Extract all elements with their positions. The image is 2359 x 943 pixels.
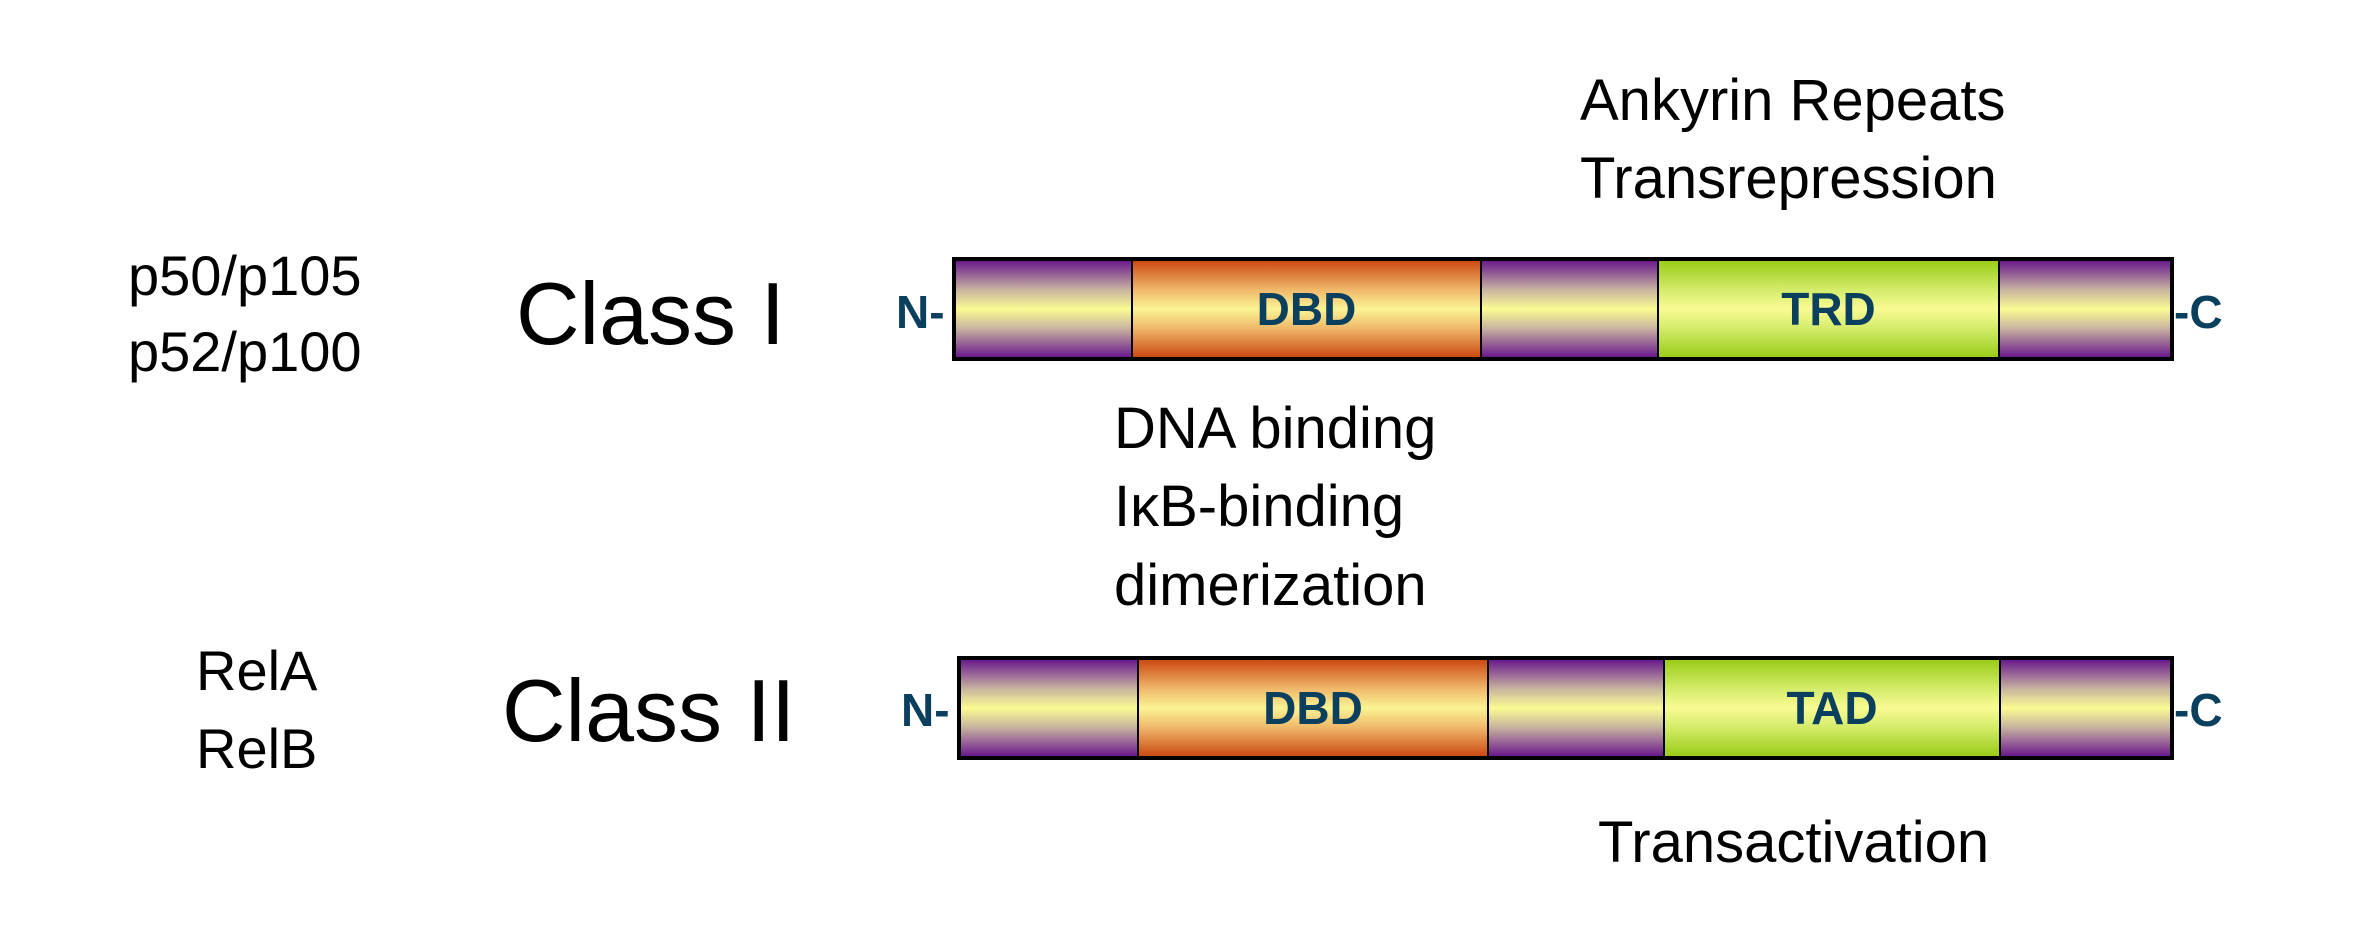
class1-linker-3 [2000, 261, 2170, 357]
class1-c-terminus: -C [2174, 286, 2223, 338]
class2-protein-bar: DBD TAD [957, 656, 2174, 760]
class1-dbd-domain: DBD [1133, 261, 1482, 357]
transactivation-label: Transactivation [1598, 810, 1990, 875]
class2-member-relb: RelB [196, 717, 318, 780]
class2-dbd-domain: DBD [1139, 660, 1489, 756]
class1-title: Class I [516, 264, 785, 363]
class2-linker-2 [1489, 660, 1665, 756]
class2-member-rela: RelA [196, 639, 318, 702]
dimerization-label: dimerization [1114, 553, 1427, 618]
class1-member-p50: p50/p105 [128, 244, 362, 307]
dna-binding-label: DNA binding [1114, 396, 1437, 461]
ankyrin-repeats-label: Ankyrin Repeats [1580, 68, 2006, 133]
class2-title: Class II [502, 661, 796, 760]
class1-linker-1 [956, 261, 1133, 357]
class1-linker-2 [1482, 261, 1659, 357]
transrepression-label: Transrepression [1580, 146, 1997, 211]
class2-linker-3 [2001, 660, 2170, 756]
class2-c-terminus: -C [2174, 684, 2223, 736]
ikb-binding-label: IκB-binding [1114, 474, 1405, 539]
class1-protein-bar: DBD TRD [952, 257, 2174, 361]
class1-n-terminus: N- [896, 286, 945, 338]
class2-tad-domain: TAD [1665, 660, 2001, 756]
class2-linker-1 [961, 660, 1139, 756]
class1-trd-domain: TRD [1659, 261, 2000, 357]
class2-n-terminus: N- [901, 684, 950, 736]
class1-member-p52: p52/p100 [128, 320, 362, 383]
